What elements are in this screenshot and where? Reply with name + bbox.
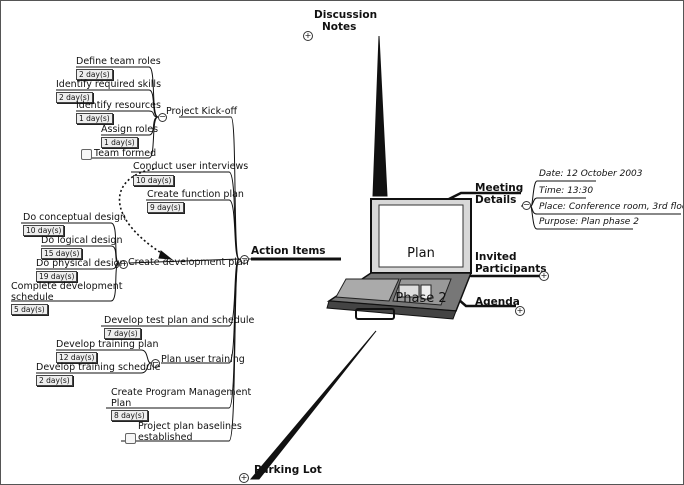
task-conduct-interviews[interactable]: Conduct user interviews [133,161,248,172]
duration-badge: 2 day(s) [36,375,73,386]
branch-discussion-notes[interactable]: Discussion Notes [314,9,377,33]
meeting-purpose: Purpose: Plan phase 2 [539,217,639,228]
branch-parking-lot[interactable]: Parking Lot [254,464,322,476]
meeting-line1: Meeting [475,182,523,194]
create-development-plan[interactable]: Create development plan [128,257,249,268]
invited-line2: Participants [475,263,546,275]
branch-meeting-details[interactable]: Meeting Details [475,182,523,206]
duration-badge: 1 day(s) [76,113,113,124]
task-develop-test-plan[interactable]: Develop test plan and schedule [104,315,254,326]
collapse-kickoff-icon[interactable]: − [158,113,167,122]
task-logical-design[interactable]: Do logical design [41,235,123,246]
milestone-checkbox[interactable] [81,149,92,160]
task-complete-schedule-line2: schedule [11,292,122,303]
meeting-place: Place: Conference room, 3rd floor [539,202,684,213]
meeting-date: Date: 12 October 2003 [539,169,643,180]
duration-badge: 1 day(s) [101,137,138,148]
duration-badge: 10 day(s) [133,175,174,186]
task-training-schedule[interactable]: Develop training schedule [36,362,161,373]
milestone-baselines-line1: Project plan baselines [138,421,242,432]
duration-badge: 5 day(s) [11,304,48,315]
task-physical-design[interactable]: Do physical design [36,258,126,269]
program-mgmt-line2: Plan [111,398,251,409]
plan-user-training[interactable]: Plan user training [161,354,245,365]
central-title-line2: Phase 2 [393,291,449,306]
branch-invited-participants[interactable]: Invited Participants [475,251,546,275]
duration-badge: 8 day(s) [111,410,148,421]
invited-line1: Invited [475,251,546,263]
meeting-line2: Details [475,194,523,206]
discussion-line1: Discussion [314,9,377,21]
task-training-plan[interactable]: Develop training plan [56,339,158,350]
central-title-line1: Plan [393,246,449,261]
branch-parking [251,331,376,479]
milestone-checkbox[interactable] [125,433,136,444]
expand-invited-icon[interactable]: + [539,271,549,281]
duration-badge: 9 day(s) [147,202,184,213]
expand-agenda-icon[interactable]: + [515,306,525,316]
milestone-team-formed: Team formed [94,148,156,159]
task-identify-skills[interactable]: Identify required skills [56,79,161,90]
meeting-time: Time: 13:30 [539,186,593,197]
task-create-function-plan[interactable]: Create function plan [147,189,244,200]
task-assign-roles[interactable]: Assign roles [101,124,158,135]
duration-badge: 7 day(s) [104,328,141,339]
task-define-team-roles[interactable]: Define team roles [76,56,161,67]
task-conceptual-design[interactable]: Do conceptual design [23,212,126,223]
discussion-line2: Notes [314,21,377,33]
branch-discussion [373,36,387,196]
central-topic[interactable]: Plan Phase 2 [393,216,449,336]
expand-discussion-icon[interactable]: + [303,31,313,41]
collapse-meeting-icon[interactable]: − [522,201,531,210]
task-program-mgmt-plan[interactable]: Create Program Management Plan [111,387,251,409]
project-kickoff[interactable]: Project Kick-off [166,106,237,117]
task-identify-resources[interactable]: Identify resources [76,100,161,111]
task-complete-schedule-line1: Complete development [11,281,122,292]
program-mgmt-line1: Create Program Management [111,387,251,398]
expand-parking-icon[interactable]: + [239,473,249,483]
branch-action-items[interactable]: Action Items [251,245,326,257]
task-complete-schedule[interactable]: Complete development schedule [11,281,122,303]
branch-agenda[interactable]: Agenda [475,296,520,308]
milestone-baselines-line2: established [138,432,193,443]
